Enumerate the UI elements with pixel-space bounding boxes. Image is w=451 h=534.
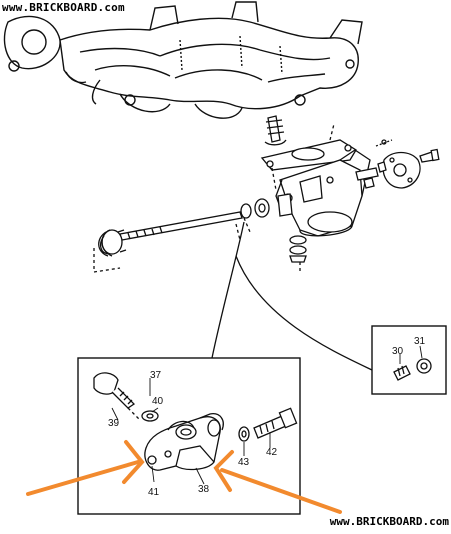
orange-arrow-right <box>220 468 342 514</box>
valve-assembly <box>260 115 440 272</box>
callout-39: 39 <box>108 418 120 429</box>
callout-40: 40 <box>152 396 164 407</box>
callout-37: 37 <box>150 370 162 381</box>
callout-41: 41 <box>148 487 160 498</box>
orange-arrowhead-right <box>213 450 234 492</box>
callout-43: 43 <box>238 457 250 468</box>
callout-42: 42 <box>266 447 278 458</box>
orange-arrow-left <box>26 460 140 496</box>
highlight-arrows <box>26 440 342 514</box>
detail-inset: 37 40 39 41 38 43 42 <box>77 357 301 515</box>
fastener-inset: 30 31 <box>371 325 447 395</box>
callout-38: 38 <box>198 484 210 495</box>
callout-30: 30 <box>392 346 404 357</box>
watermark-top-left: www.BRICKBOARD.com <box>0 0 127 15</box>
exhaust-manifold <box>3 1 363 119</box>
orange-arrowhead-left <box>122 440 145 484</box>
watermark-bottom-right: www.BRICKBOARD.com <box>327 514 451 529</box>
shaft-spring <box>93 193 293 273</box>
callout-31: 31 <box>414 336 426 347</box>
leader-curves <box>211 221 373 371</box>
